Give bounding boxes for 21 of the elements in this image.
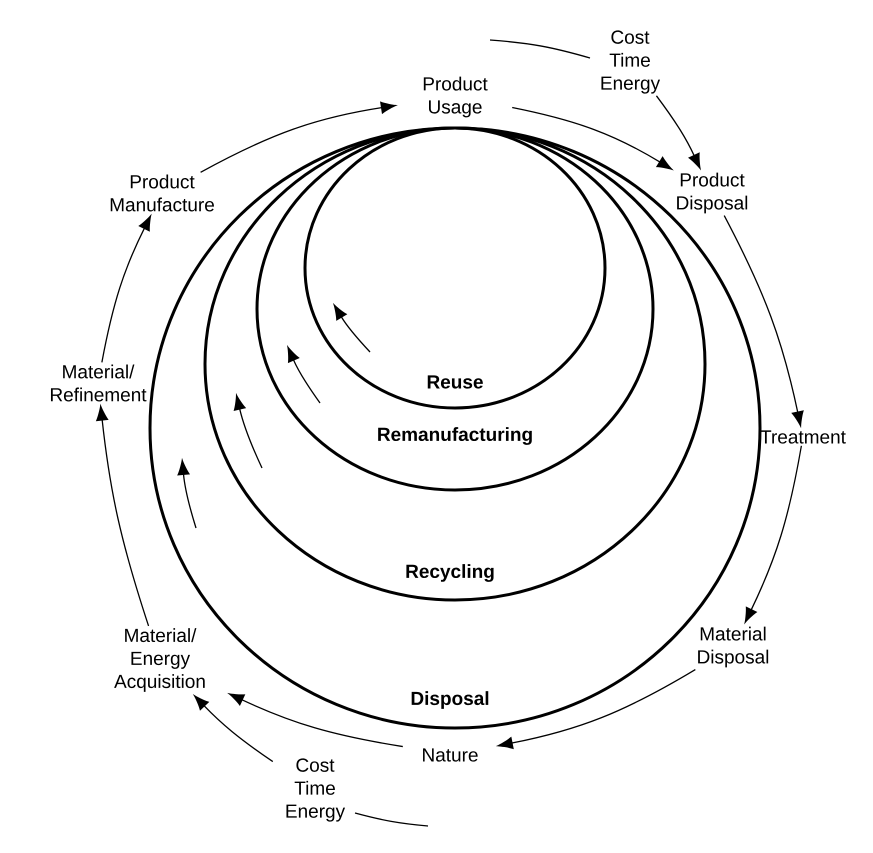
stage-label: Product Disposal xyxy=(677,172,748,214)
arrow xyxy=(194,695,274,762)
stage-label: Material/ Refinement xyxy=(50,364,146,402)
arrow xyxy=(228,693,403,748)
arrow xyxy=(498,668,696,749)
stage-label: Material Disposal xyxy=(698,626,768,668)
arrow xyxy=(656,95,701,169)
arrow xyxy=(200,102,396,173)
arrow xyxy=(96,406,150,626)
stage-label: Treatment xyxy=(760,430,846,444)
arrow xyxy=(512,106,672,170)
stage-label: Nature xyxy=(423,748,478,762)
arrow xyxy=(724,215,804,426)
stage-label: Product Manufacture xyxy=(110,174,214,212)
stage-label: Cost Time Energy xyxy=(601,30,660,94)
stage-label: Material/ Energy Acquisition xyxy=(114,628,205,692)
arrow xyxy=(101,215,152,362)
stage-label: Cost Time Energy xyxy=(286,758,346,822)
arrow xyxy=(744,446,802,623)
stage-label: Product Usage xyxy=(424,76,488,118)
ring: Reuse xyxy=(304,126,606,410)
